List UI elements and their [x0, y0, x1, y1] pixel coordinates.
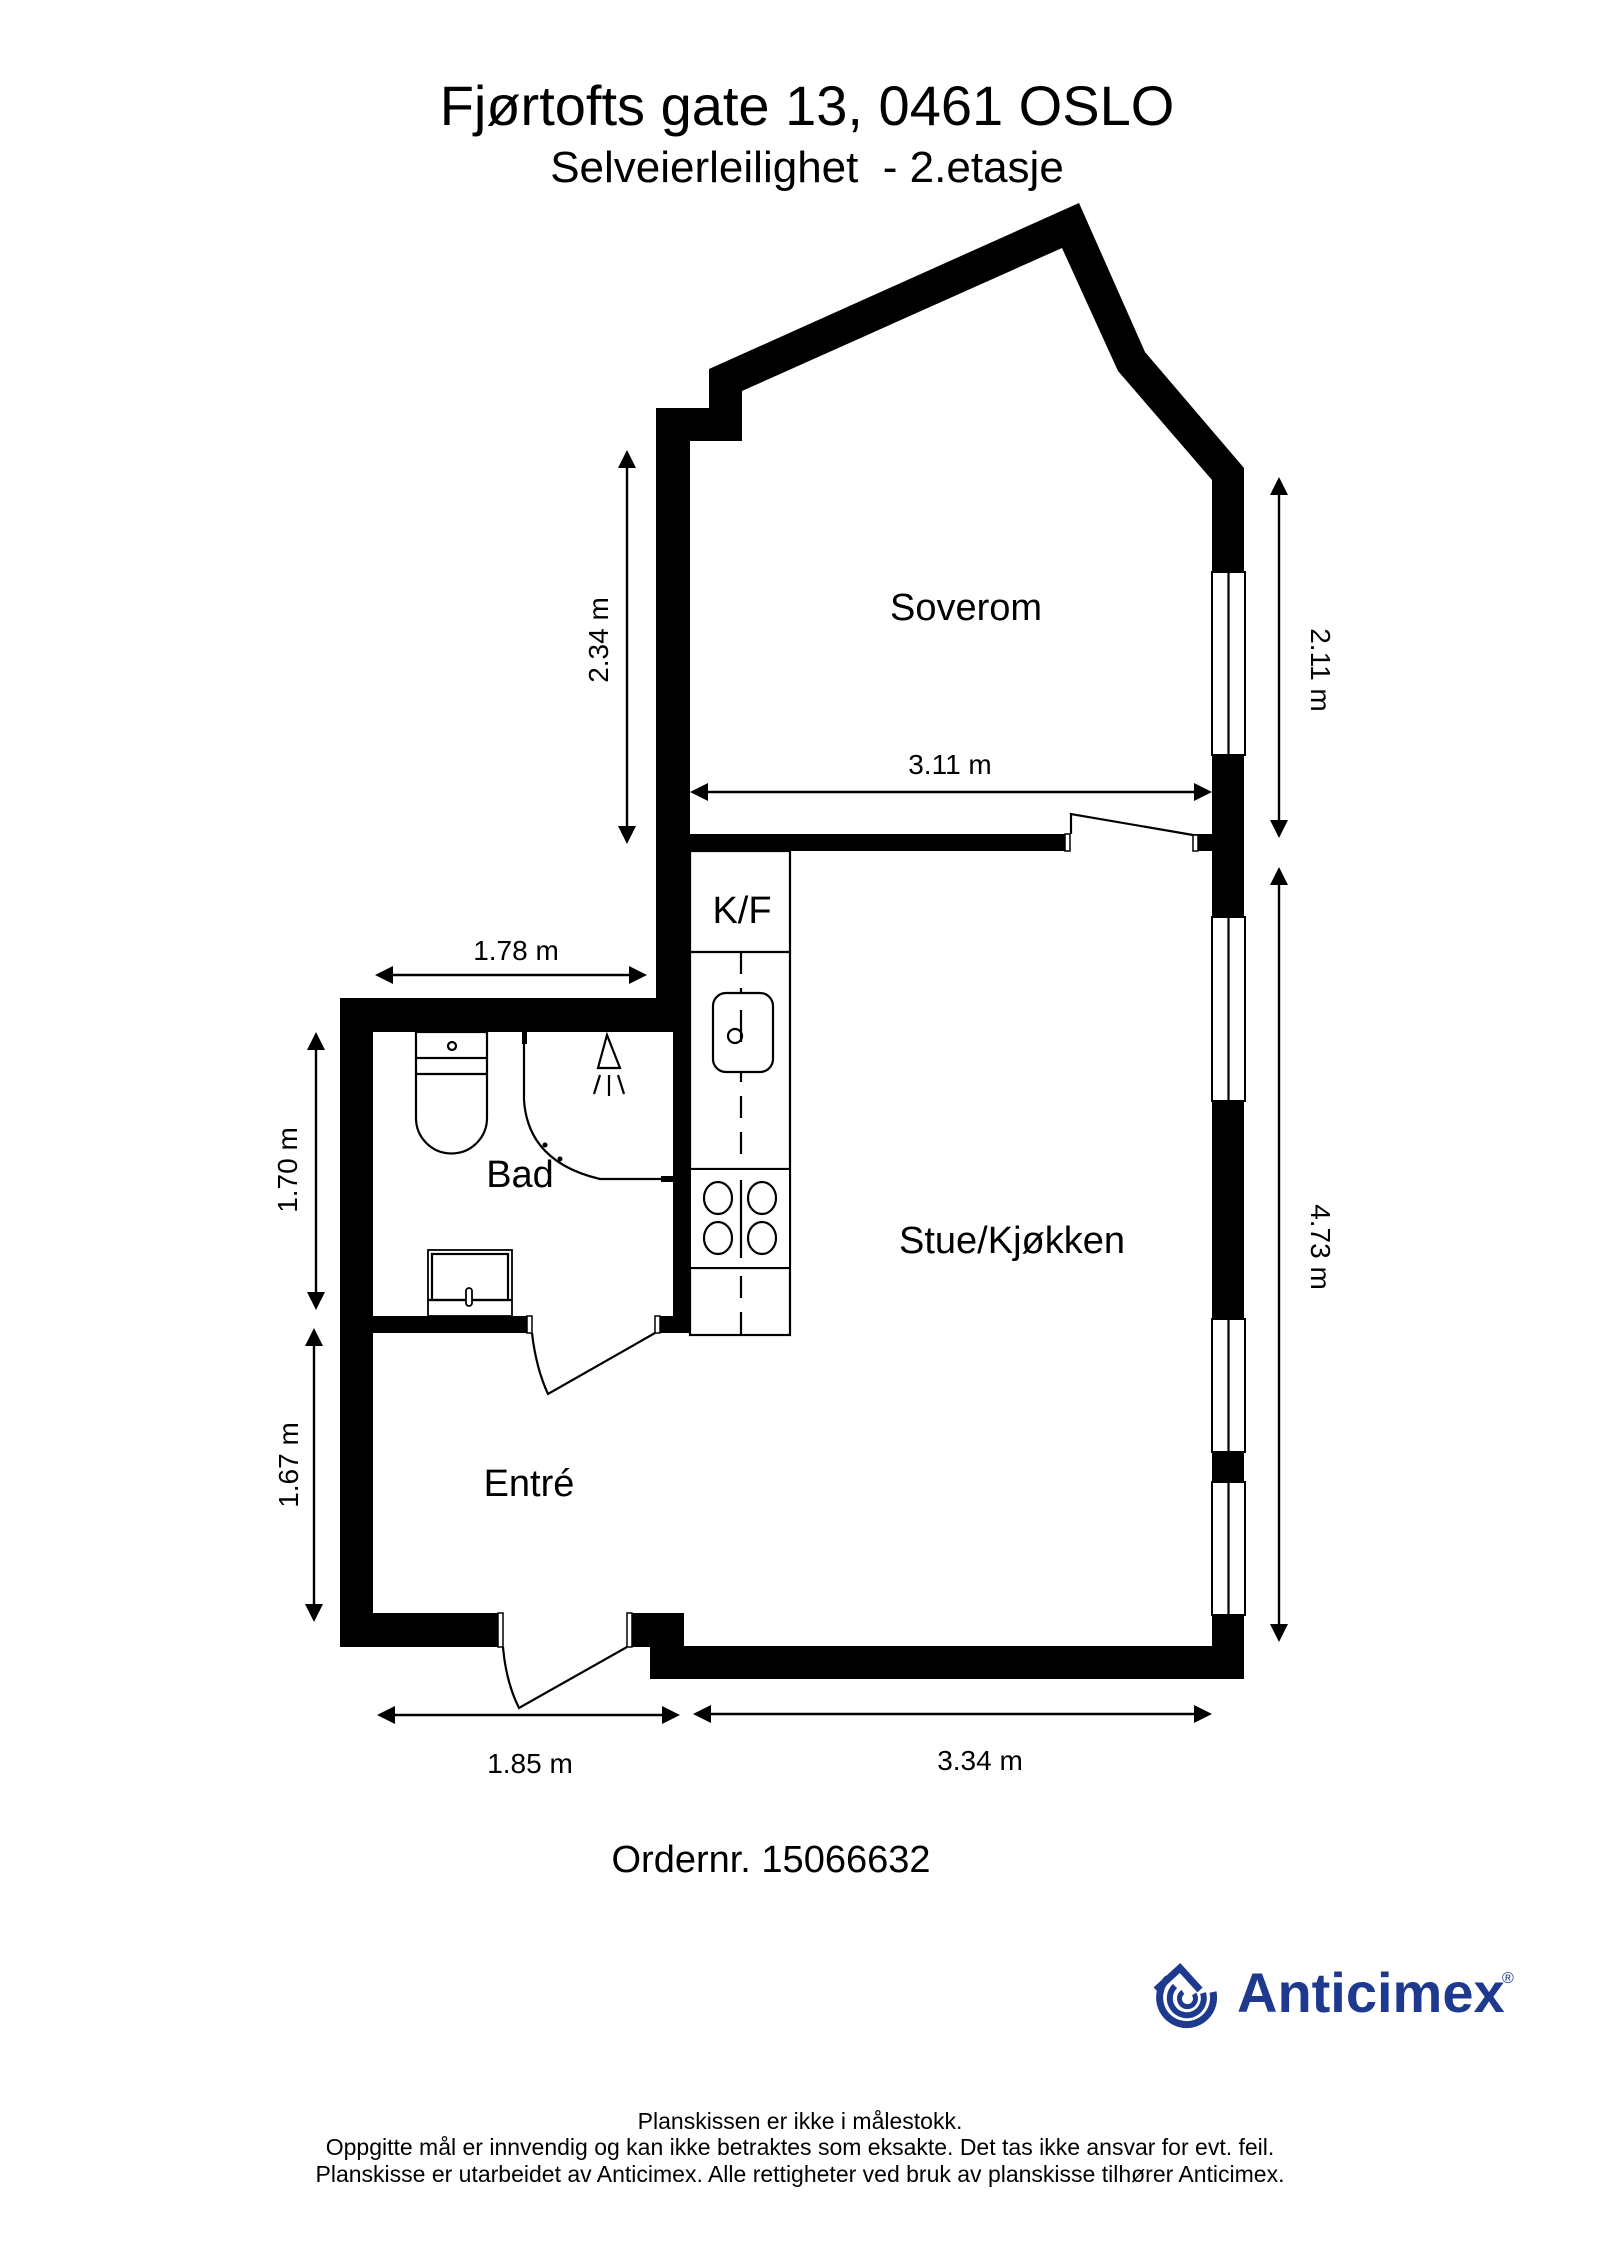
svg-text:2.34 m: 2.34 m — [583, 597, 614, 683]
dim-bad-height: 1.70 m — [272, 1032, 325, 1310]
dim-soverom-right: 2.11 m — [1270, 477, 1336, 838]
window-stue-3 — [1211, 1481, 1246, 1616]
dim-entre-height: 1.67 m — [273, 1328, 323, 1622]
room-label-stue-kjokken: Stue/Kjøkken — [899, 1220, 1125, 1262]
svg-text:3.11 m: 3.11 m — [908, 749, 992, 780]
bathroom-fixtures — [414, 1030, 673, 1317]
stove-icon — [691, 1170, 789, 1267]
room-labels: Soverom K/F Bad Stue/Kjøkken Entré — [484, 587, 1125, 1505]
room-label-soverom: Soverom — [890, 587, 1042, 629]
room-label-bad: Bad — [486, 1154, 554, 1196]
doors — [497, 812, 1199, 1710]
window-soverom — [1211, 571, 1246, 756]
logo-wordmark: Anticimex — [1237, 1961, 1505, 2024]
dim-bad-width: 1.78 m — [375, 935, 647, 984]
registered-mark: ® — [1502, 1970, 1514, 1987]
shower-icon — [592, 1031, 626, 1096]
footer-line-3: Planskisse er utarbeidet av Anticimex. A… — [316, 2161, 1285, 2187]
dim-entre-bottom: 1.85 m — [377, 1706, 680, 1779]
svg-text:1.67 m: 1.67 m — [273, 1422, 304, 1508]
page-subtitle: Selveierleilighet - 2.etasje — [550, 143, 1064, 192]
svg-text:1.78 m: 1.78 m — [473, 935, 559, 966]
dim-stue-bottom: 3.34 m — [693, 1705, 1212, 1776]
page-title: Fjørtofts gate 13, 0461 OSLO — [440, 74, 1175, 137]
room-soverom-floor — [690, 248, 1212, 834]
footer-line-2: Oppgitte mål er innvendig og kan ikke be… — [326, 2134, 1275, 2160]
windows — [1211, 571, 1246, 1616]
room-label-entre: Entré — [484, 1463, 575, 1505]
dimension-lines: 2.34 m 3.11 m 2.11 m 4.73 m 1.78 — [272, 450, 1336, 1779]
door-bad — [530, 1332, 656, 1396]
window-stue-1 — [1211, 916, 1246, 1102]
footer-line-1: Planskissen er ikke i målestokk. — [638, 2108, 963, 2134]
svg-text:3.34 m: 3.34 m — [937, 1745, 1023, 1776]
svg-text:1.85 m: 1.85 m — [487, 1748, 573, 1779]
dim-soverom-height: 2.34 m — [583, 450, 636, 844]
order-number: Ordernr. 15066632 — [611, 1839, 930, 1881]
shower-curtain — [522, 1032, 673, 1182]
room-label-kf: K/F — [712, 890, 771, 932]
kitchen-counter — [688, 849, 792, 1337]
sink-icon — [711, 991, 775, 1074]
dim-stue-right: 4.73 m — [1270, 867, 1336, 1642]
toilet-icon — [414, 1030, 489, 1155]
anticimex-swirl-icon — [1153, 1963, 1218, 2029]
anticimex-logo: Anticimex ® — [1153, 1961, 1514, 2029]
walls — [340, 203, 1244, 1679]
room-stue-entre-floor — [373, 851, 1212, 1646]
window-stue-2 — [1211, 1318, 1246, 1453]
dim-soverom-width: 3.11 m — [690, 749, 1212, 801]
door-entry — [501, 1646, 628, 1710]
bath-sink-icon — [427, 1249, 513, 1317]
svg-text:2.11 m: 2.11 m — [1305, 628, 1336, 712]
svg-text:1.70 m: 1.70 m — [272, 1127, 303, 1213]
door-soverom — [1069, 812, 1194, 837]
footer-disclaimer: Planskissen er ikke i målestokk. Oppgitt… — [316, 2108, 1285, 2187]
svg-text:4.73 m: 4.73 m — [1305, 1204, 1336, 1290]
